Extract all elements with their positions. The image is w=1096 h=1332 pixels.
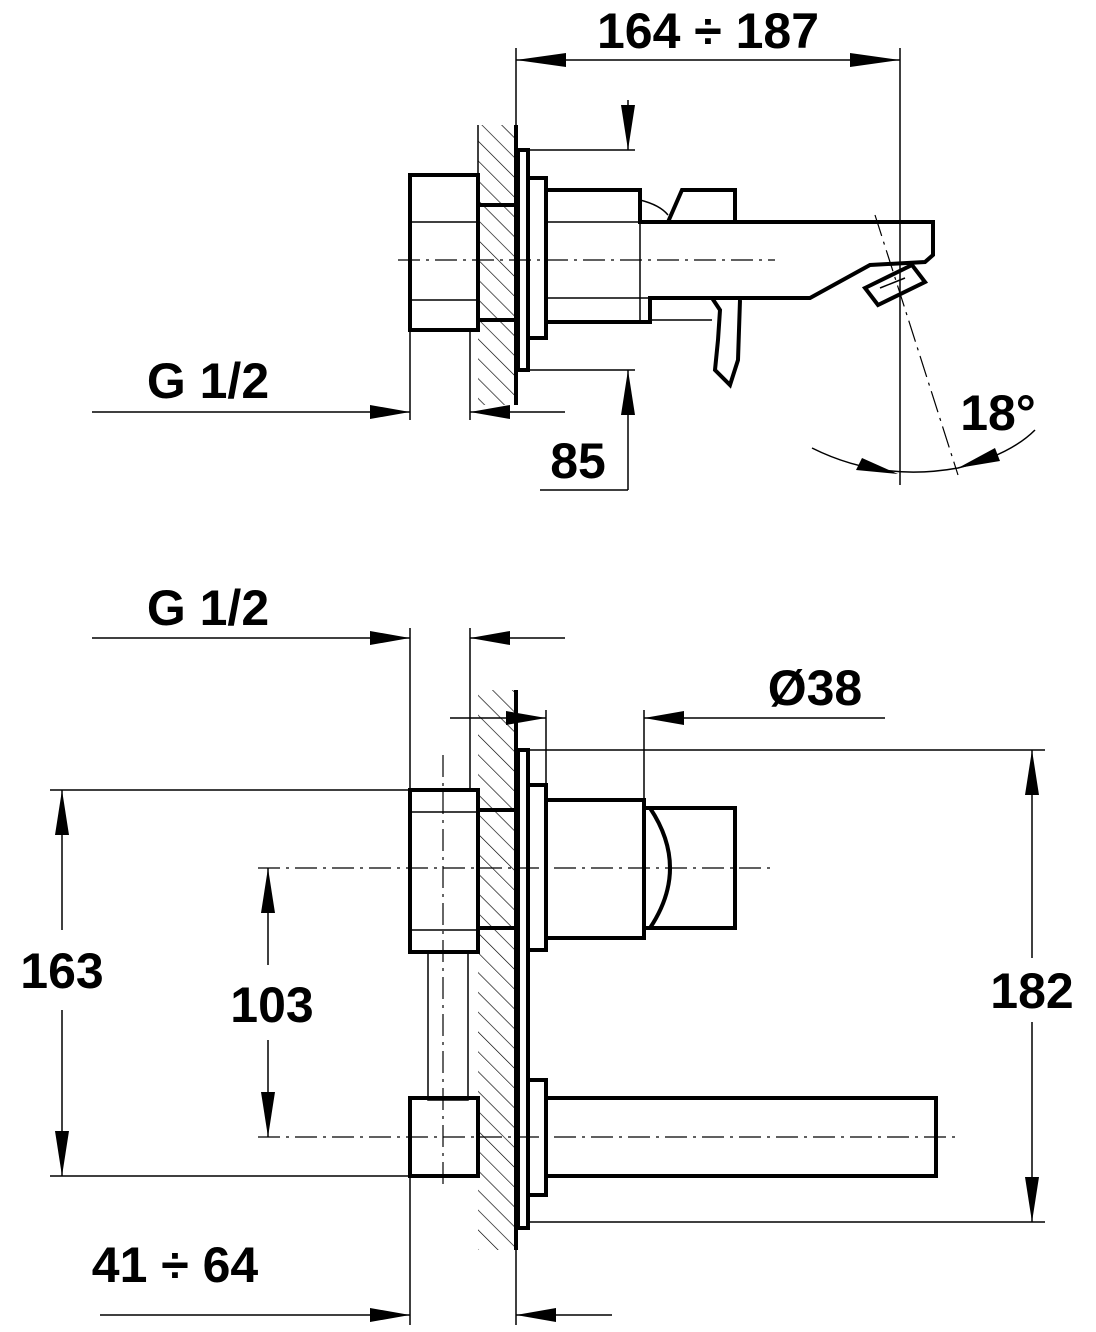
spout-body (546, 188, 935, 324)
dim-axis-103: 103 (230, 868, 314, 1137)
control-cartridge (544, 798, 737, 940)
front-view: G 1/2 Ø38 163 103 (20, 580, 1074, 1325)
label-depth: 41 ÷ 64 (92, 1237, 259, 1293)
outlet-axis (874, 214, 959, 476)
label-thread-bottom: G 1/2 (147, 580, 269, 636)
wall-section-bottom (478, 690, 518, 1250)
dim-total-length: 164 ÷ 187 (515, 3, 901, 485)
concealed-body-bottom (408, 788, 518, 1178)
concealed-body-top (408, 173, 516, 332)
wall-plate-bottom (516, 748, 548, 1230)
label-thread-top: G 1/2 (147, 353, 269, 409)
label-total-length: 164 ÷ 187 (597, 3, 819, 59)
dim-height-85: 85 (528, 100, 635, 491)
label-angle: 18° (960, 385, 1036, 441)
aerator (861, 262, 929, 308)
dim-thread-bottom: G 1/2 (92, 580, 565, 790)
dim-thread-top: G 1/2 (92, 330, 565, 420)
label-height-85: 85 (550, 433, 606, 489)
dim-height-163: 163 (20, 789, 410, 1177)
wall-section-top (477, 125, 518, 405)
label-axis-103: 103 (230, 977, 313, 1033)
label-height-182: 182 (990, 963, 1073, 1019)
dim-angle: 18° (811, 385, 1036, 474)
side-view: 164 ÷ 187 G 1/2 85 18° (92, 3, 1036, 491)
dim-depth: 41 ÷ 64 (92, 1176, 612, 1325)
dim-height-182: 182 (528, 749, 1074, 1223)
dim-diameter: Ø38 (450, 660, 885, 800)
lever-handle (639, 188, 742, 389)
label-height-163: 163 (20, 943, 103, 999)
label-diameter: Ø38 (768, 660, 863, 716)
